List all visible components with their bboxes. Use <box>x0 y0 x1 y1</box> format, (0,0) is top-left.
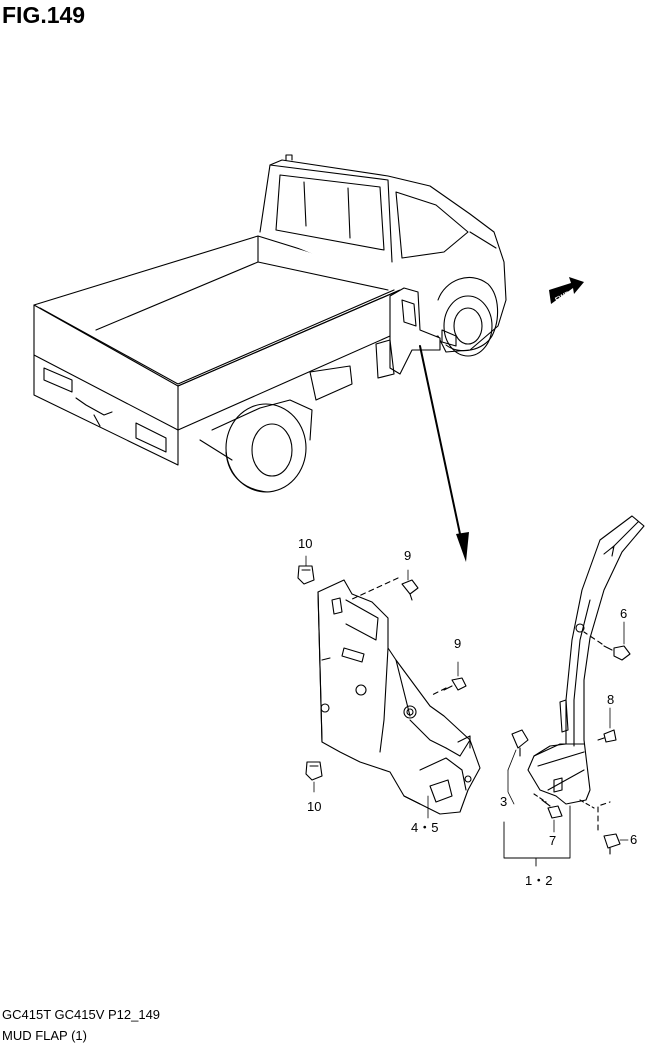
fwd-direction-badge <box>549 277 584 304</box>
mud-flap-part-1-2 <box>527 515 645 805</box>
diagram-code: GC415T GC415V P12_149 <box>2 1007 161 1022</box>
callout-6-top: 6 <box>620 606 627 621</box>
screw-part-7 <box>533 793 563 833</box>
callout-3: 3 <box>500 794 507 809</box>
screw-part-9-top <box>349 569 419 601</box>
callout-4-5: 4・5 <box>411 820 438 835</box>
leader-arrow-shaft <box>419 345 464 549</box>
truck-rear-wheel <box>225 403 307 493</box>
truck-cargo-bed <box>33 235 401 466</box>
callout-8: 8 <box>607 692 614 707</box>
callout-bracket-1-2 <box>503 805 571 867</box>
callout-7: 7 <box>549 833 556 848</box>
screw-part-9-mid <box>429 661 467 697</box>
callout-10-bottom: 10 <box>307 799 321 814</box>
truck-front-wheel <box>443 295 493 357</box>
bracket-part-4-5 <box>317 579 481 815</box>
screw-part-6-bottom <box>579 799 629 855</box>
truck-cab <box>259 159 507 353</box>
clip-part-10-bottom <box>305 761 323 793</box>
callout-6-bottom: 6 <box>630 832 637 847</box>
callout-9-mid: 9 <box>454 636 461 651</box>
figure-title: FIG.149 <box>2 2 86 28</box>
callout-1-2: 1・2 <box>525 873 552 888</box>
callout-9-top: 9 <box>404 548 411 563</box>
clip-part-10-top <box>297 555 315 585</box>
truck-illustration <box>33 154 507 493</box>
callout-10-top: 10 <box>298 536 312 551</box>
clip-part-3 <box>507 729 529 805</box>
bolt-part-8 <box>597 707 617 743</box>
leader-arrow-head <box>456 532 469 562</box>
diagram-name: MUD FLAP (1) <box>2 1028 87 1043</box>
screw-part-6-top <box>583 621 631 661</box>
